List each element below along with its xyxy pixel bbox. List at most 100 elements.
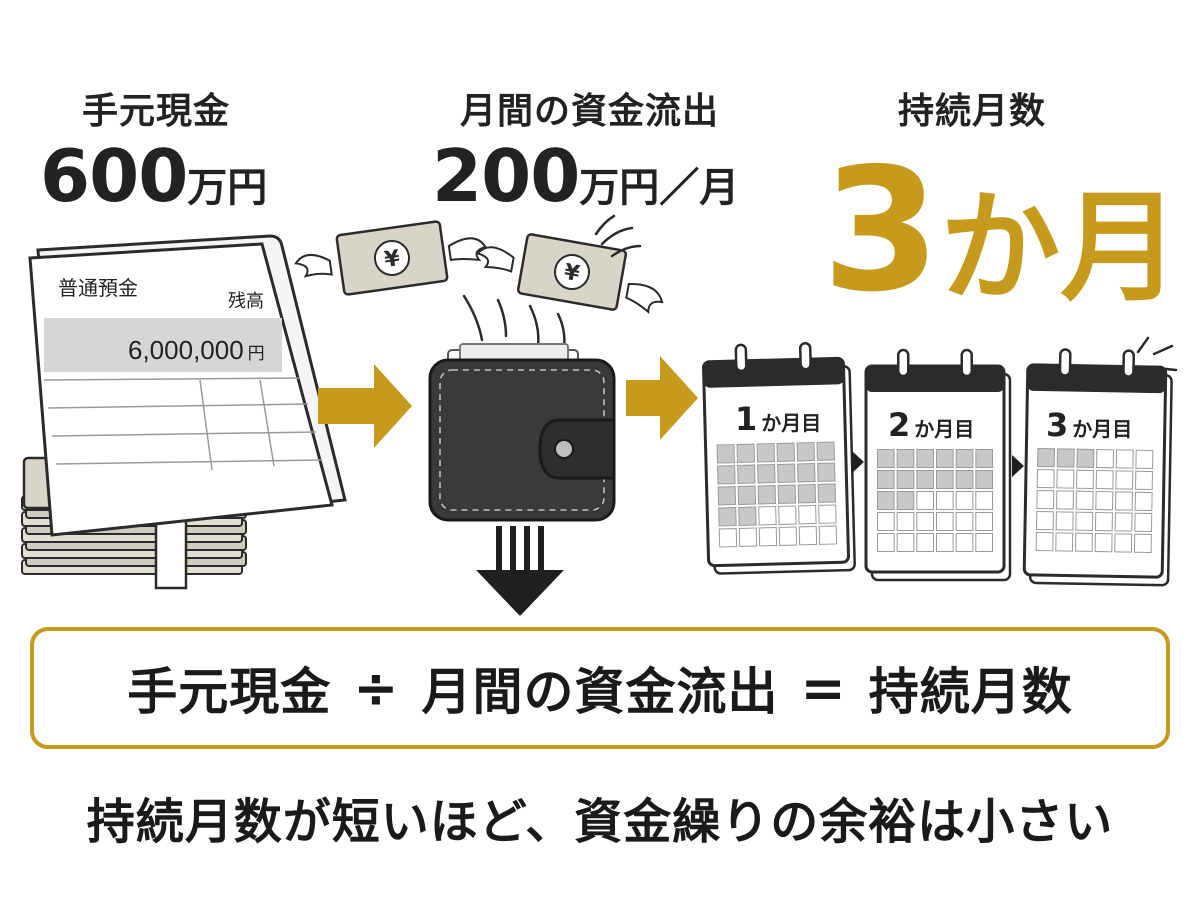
svg-text:¥: ¥ — [383, 246, 402, 273]
calendar-day-cell — [936, 512, 954, 531]
duration-amount: 3 — [822, 132, 941, 330]
calendar-day-cell — [1076, 469, 1095, 489]
calendar-day-cell — [975, 470, 993, 489]
calendar-ring — [897, 348, 910, 378]
calendar-day-cell — [916, 491, 934, 510]
calendar-day-cell — [1036, 489, 1055, 510]
calendar-month-suffix: か月目 — [1072, 417, 1133, 441]
calendar-day-cell — [955, 533, 974, 552]
calendar-day-cell — [877, 449, 895, 468]
calendar-day-cell — [916, 533, 934, 552]
right-arrow-icon — [626, 356, 698, 440]
calendar-header — [866, 366, 1004, 392]
calendar-ring — [1058, 348, 1072, 377]
calendar-month-number: 2 — [888, 406, 911, 444]
calendar-day-cell — [1056, 448, 1075, 468]
calendar-day-cell — [777, 484, 797, 504]
passbook-amount-value: 6,000,000 — [128, 335, 244, 365]
calendar-day-cell — [1037, 447, 1056, 468]
calendar-day-cell — [718, 507, 737, 527]
formula-divide-operator: ÷ — [353, 656, 400, 720]
passbook-balance-label: 残高 — [228, 291, 264, 311]
cash-amount: 600 — [40, 134, 188, 218]
calendar-day-cell — [975, 512, 993, 531]
formula-term-outflow: 月間の資金流出 — [421, 663, 779, 721]
calendar-day-cell — [1115, 449, 1134, 469]
calendar-day-cell — [916, 470, 934, 489]
calendar-day-cell — [798, 504, 817, 525]
calendar-day-cell — [955, 512, 974, 531]
outflow-unit: 万円／月 — [579, 165, 740, 211]
calendar-day-cell — [736, 443, 756, 464]
calendar-day-cell — [896, 512, 915, 531]
calendar-day-cell — [817, 462, 836, 482]
calendar-day-cell — [738, 527, 758, 547]
calendar-day-cell — [936, 533, 954, 552]
calendar-header — [703, 358, 844, 388]
outflow-label: 月間の資金流出 — [460, 91, 720, 132]
calendar-day-cell — [896, 449, 915, 468]
calendar-day-cell — [975, 533, 993, 552]
calendar-day-cell — [1135, 470, 1154, 491]
calendar-day-cell — [896, 533, 915, 552]
calendar-day-cell — [1114, 533, 1133, 553]
calendar-day-cell — [1076, 448, 1095, 468]
calendar-day-cell — [1074, 532, 1093, 552]
formula-equals-operator: = — [800, 656, 847, 720]
formula-term-cash: 手元現金 — [127, 663, 332, 721]
calendar-header — [1027, 364, 1166, 394]
calendar-icon — [702, 341, 856, 575]
conclusion-text: 持続月数が短いほど、資金繰りの余裕は小さい — [86, 794, 1114, 850]
small-right-arrow-icon — [852, 451, 864, 473]
calendar-day-cell — [1094, 512, 1113, 532]
calendar-day-cell — [777, 463, 796, 483]
calendar-day-cell — [737, 464, 756, 485]
flow-illustration: ¥ ¥ — [21, 214, 1178, 616]
calendar-day-cell — [916, 512, 934, 531]
calendar-day-cell — [778, 505, 797, 525]
calendar-day-cell — [1133, 533, 1152, 553]
calendar-day-cell — [738, 506, 757, 526]
calendar-day-cell — [716, 444, 736, 464]
calendar-month-suffix: か月目 — [761, 411, 822, 435]
calendar-day-cell — [877, 512, 895, 531]
calendar-day-cell — [1134, 512, 1153, 533]
calendar-day-cell — [798, 525, 818, 546]
formula-box: 手元現金 ÷ 月間の資金流出 = 持続月数 — [30, 627, 1170, 749]
duration-value: 3か月 — [822, 146, 1180, 316]
calendar-ring — [960, 348, 973, 378]
calendar-day-cell — [797, 462, 816, 483]
calendar-day-cell — [796, 441, 815, 462]
passbook-icon — [28, 234, 347, 537]
calendar-icon — [1022, 348, 1173, 587]
calendar-day-cell — [816, 441, 835, 461]
outflow-amount: 200 — [432, 134, 580, 218]
calendar-day-cell — [877, 470, 895, 489]
calendar-day-cell — [817, 483, 837, 503]
calendar-day-cell — [758, 506, 777, 526]
calendar-day-cell — [757, 485, 777, 505]
flying-yen-bill-icon: ¥ — [294, 220, 487, 296]
calendar-day-cell — [1056, 469, 1075, 489]
calendar-day-cell — [1055, 511, 1074, 531]
calendar-day-cell — [717, 486, 737, 506]
calendar-icon — [864, 348, 1012, 582]
calendar-day-cell — [1135, 449, 1154, 470]
calendar-day-cell — [1075, 490, 1094, 510]
calendar-day-cell — [1095, 491, 1114, 511]
calendar-day-cell — [936, 491, 954, 510]
calendar-day-cell — [717, 465, 736, 485]
calendar-day-cell — [975, 449, 993, 468]
calendar-month-number: 3 — [1046, 406, 1069, 444]
passbook-currency: 円 — [247, 344, 265, 363]
calendar-ring — [798, 341, 812, 371]
right-arrow-icon — [318, 364, 412, 448]
wallet-icon — [428, 343, 616, 522]
calendar-day-cell — [756, 443, 776, 463]
calendar-day-cell — [776, 442, 795, 462]
calendar-day-cell — [1115, 470, 1134, 490]
